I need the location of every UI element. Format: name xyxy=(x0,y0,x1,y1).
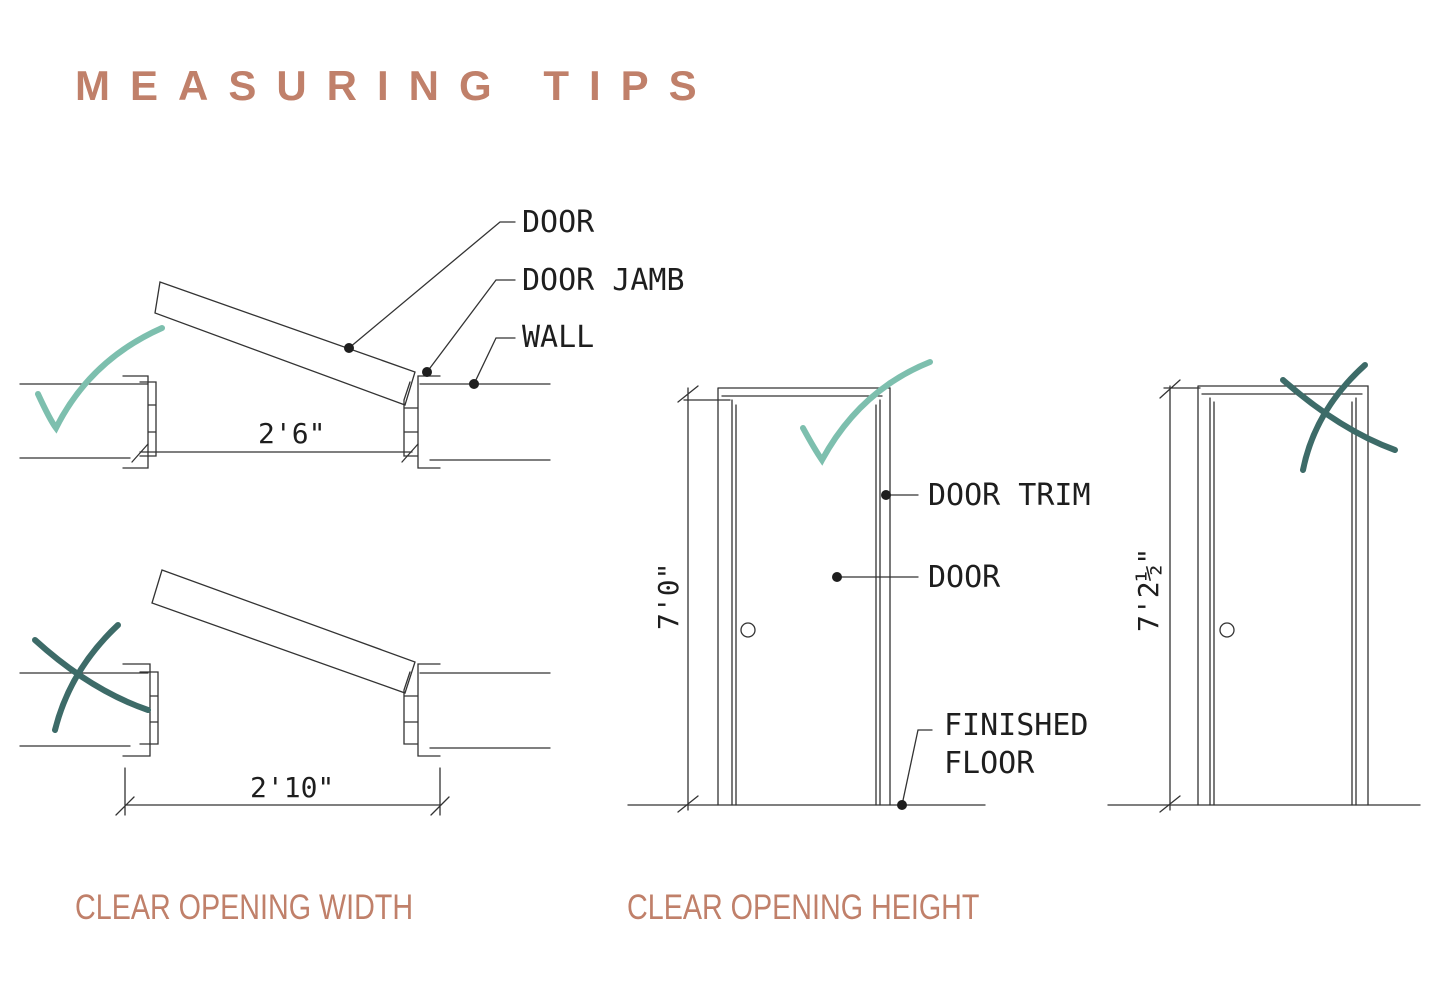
height-correct-elevation xyxy=(627,385,986,813)
page-title: MEASURING TIPS xyxy=(75,62,717,109)
x-mark-icon xyxy=(1280,362,1398,473)
clear-opening-width-caption: CLEAR OPENING WIDTH xyxy=(75,888,414,927)
incorrect-width-dimension: 2'10" xyxy=(250,771,334,804)
correct-width-dimension: 2'6" xyxy=(258,417,325,450)
width-correct-plan xyxy=(19,281,551,469)
height-incorrect-elevation xyxy=(1107,379,1421,813)
check-mark-icon xyxy=(35,325,165,434)
check-mark-icon xyxy=(800,359,933,466)
x-mark-icon xyxy=(32,622,151,733)
door-jamb-callout-label: DOOR JAMB xyxy=(522,263,685,298)
clear-opening-height-caption: CLEAR OPENING HEIGHT xyxy=(627,888,980,927)
door-callout-label: DOOR xyxy=(522,205,595,240)
leader-dots xyxy=(344,343,907,810)
floor-callout-label: FLOOR xyxy=(944,746,1035,781)
door-callout-label-elevation: DOOR xyxy=(928,560,1001,595)
wall-callout-label: WALL xyxy=(522,320,594,355)
finished-callout-label: FINISHED xyxy=(944,708,1089,743)
door-trim-callout-label: DOOR TRIM xyxy=(928,478,1091,513)
incorrect-height-dimension: 7'2½" xyxy=(1132,548,1165,632)
correct-height-dimension: 7'0" xyxy=(652,563,685,630)
